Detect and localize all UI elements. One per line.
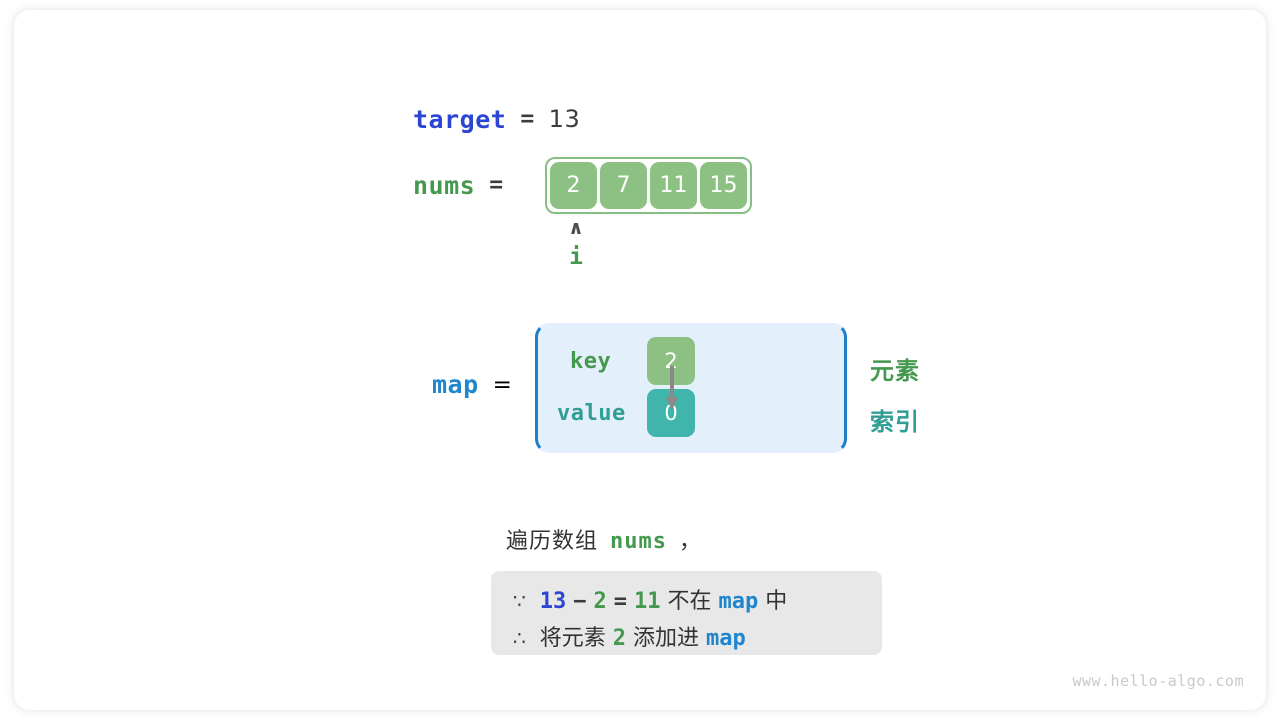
nums-row: nums = [413, 168, 504, 202]
target-equals-sign: = [520, 106, 535, 132]
formula-line-because: ∵ 13 − 2 = 11 不在 map 中 [513, 583, 787, 615]
side-label-element: 元素 [870, 357, 920, 385]
nums-equals-sign: = [489, 172, 504, 198]
description-prefix: 遍历数组 [506, 529, 599, 554]
array-container: 2 7 11 15 [545, 157, 752, 214]
map-key-label: key [570, 349, 612, 374]
map-equals-sign: = [492, 371, 513, 398]
side-label-index: 索引 [870, 408, 920, 436]
therefore-symbol: ∴ [513, 626, 526, 650]
diagram-canvas: target = 13 nums = 2 7 11 15 ∧ i map = k… [14, 10, 1266, 710]
map-row-label: map = [432, 370, 512, 399]
formula-action-text: 将元素 [539, 626, 606, 651]
nums-variable-name: nums [413, 170, 476, 200]
index-pointer-label: i [569, 244, 583, 270]
caret-up-icon: ∧ [568, 217, 584, 239]
index-pointer: ∧ i [561, 218, 591, 269]
formula-line-therefore: ∴ 将元素 2 添加进 map [513, 620, 746, 652]
formula-target-value: 13 [539, 589, 567, 614]
array-cell: 11 [650, 162, 697, 209]
because-symbol: ∵ [513, 589, 526, 613]
key-to-value-arrow-icon [665, 366, 679, 410]
map-value-label: value [557, 401, 626, 426]
watermark: www.hello-algo.com [1072, 672, 1244, 690]
formula-addto-text: 添加进 [633, 626, 700, 651]
map-value-cell: 0 [647, 389, 695, 437]
formula-in-word: 中 [765, 589, 788, 614]
formula-box: ∵ 13 − 2 = 11 不在 map 中 ∴ 将元素 2 [491, 571, 882, 655]
formula-map-name: map [718, 589, 759, 614]
formula-element-value: 2 [612, 626, 626, 651]
formula-map-name: map [706, 626, 746, 651]
target-value: 13 [548, 105, 581, 133]
target-row: target = 13 [413, 102, 580, 136]
formula-not-in-text: 不在 [667, 589, 712, 614]
formula-num-value: 2 [593, 589, 607, 614]
formula-result-value: 11 [633, 589, 661, 614]
description-line: 遍历数组 nums ， [506, 523, 702, 555]
array-cell: 7 [600, 162, 647, 209]
formula-equals-sign: = [613, 589, 627, 614]
map-variable-name: map [432, 370, 479, 399]
description-code: nums [610, 529, 667, 554]
description-suffix: ， [679, 529, 703, 554]
formula-minus-sign: − [573, 589, 587, 614]
array-cell: 2 [550, 162, 597, 209]
target-variable-name: target [413, 104, 507, 134]
array-cell: 15 [700, 162, 747, 209]
